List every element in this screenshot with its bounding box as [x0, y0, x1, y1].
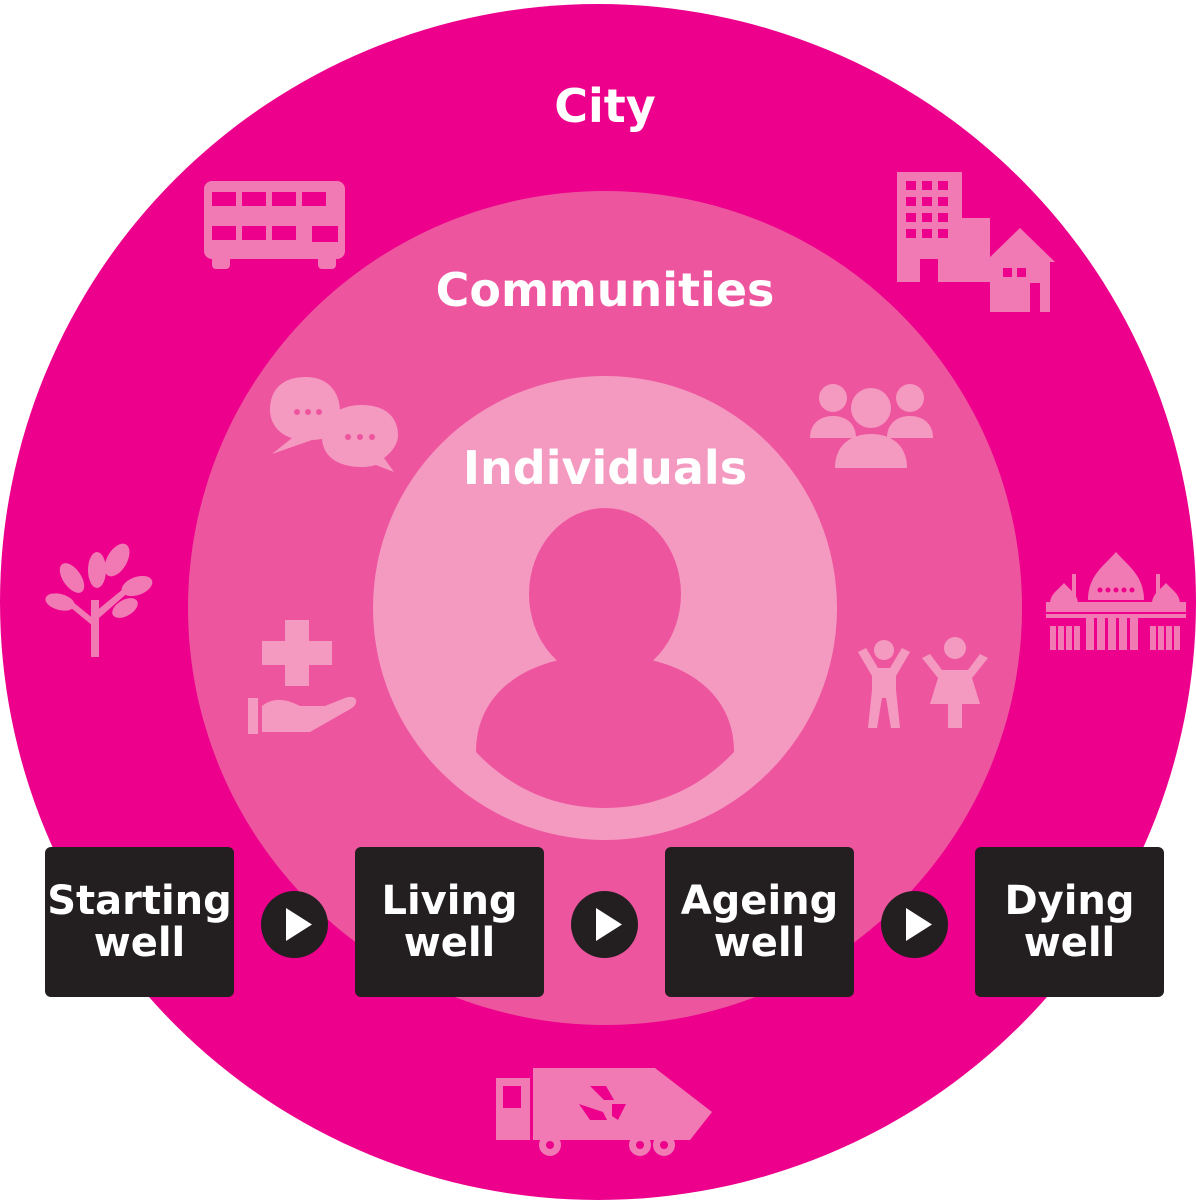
stage-living-well: Living well [355, 847, 544, 997]
arrow-right-icon [881, 891, 948, 958]
recycling-truck-icon [496, 1068, 712, 1156]
stage-label-line1: Dying [1004, 878, 1135, 924]
speech-bubbles-icon [270, 377, 398, 472]
tree-icon [45, 543, 153, 657]
stage-label-line1: Starting [47, 878, 232, 924]
double-decker-bus-icon [204, 181, 345, 269]
stage-starting-well: Starting well [45, 847, 234, 997]
health-care-hand-icon [248, 620, 357, 734]
individuals-label: Individuals [462, 441, 748, 495]
communities-label: Communities [435, 263, 775, 317]
stage-label-line2: well [1023, 920, 1116, 966]
buildings-and-house-icon [897, 172, 1055, 312]
city-label: City [554, 79, 656, 133]
arrow-right-icon [261, 891, 328, 958]
person-icon [476, 508, 734, 808]
children-icon [858, 637, 988, 728]
royal-pavilion-icon [1046, 552, 1186, 650]
stage-dying-well: Dying well [975, 847, 1164, 997]
stage-ageing-well: Ageing well [665, 847, 854, 997]
stage-label-line2: well [403, 920, 496, 966]
stage-label-line1: Living [381, 878, 518, 924]
stage-label-line2: well [93, 920, 186, 966]
stage-label-line2: well [713, 920, 806, 966]
arrow-right-icon [571, 891, 638, 958]
stage-label-line1: Ageing [680, 878, 839, 924]
group-of-people-icon [810, 384, 933, 468]
